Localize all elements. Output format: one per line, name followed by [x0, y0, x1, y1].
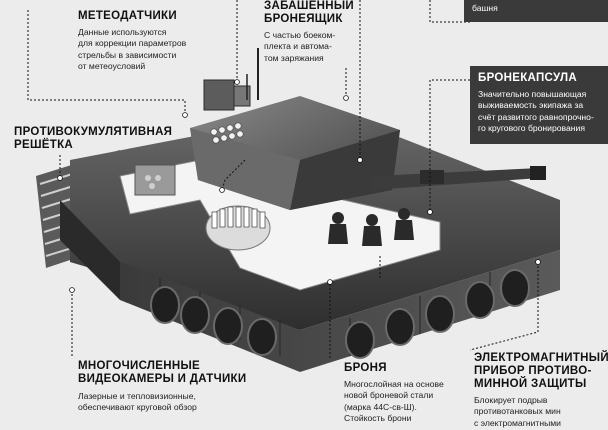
title-line: РЕШЁТКА [14, 139, 74, 151]
text-line: плекта и автома- [264, 41, 332, 52]
callout-cameras-title: МНОГОЧИСЛЕННЫЕ ВИДЕОКАМЕРЫ И ДАТЧИКИ [78, 360, 278, 386]
callout-armor-title: БРОНЯ [344, 362, 387, 374]
text-line: Многослойная на основе [344, 379, 444, 389]
text-line: с электромагнитными [474, 417, 561, 428]
text-line: противотанковых мин [474, 406, 561, 417]
callout-emp-text: Блокирует подрыв противотанковых мин с э… [474, 395, 608, 429]
title-line: ЗАБАШЕННЫЙ [264, 0, 355, 12]
leader-lines [27, 0, 539, 358]
text-line: Блокирует подрыв [474, 395, 548, 405]
callout-capsule: БРОНЕКАПСУЛА Значительно повышающая выжи… [470, 66, 608, 144]
text-line: от метеоусловий [78, 61, 146, 72]
text-line: Значительно повышающая [478, 89, 587, 99]
text-line: Стойкость брони [344, 413, 412, 424]
text-line: го кругового бронирования [478, 123, 585, 134]
callout-emp-title: ЭЛЕКТРОМАГНИТНЫЙ ПРИБОР ПРОТИВО- МИННОЙ … [474, 352, 608, 391]
road-wheels [150, 269, 530, 359]
callout-cameras: МНОГОЧИСЛЕННЫЕ ВИДЕОКАМЕРЫ И ДАТЧИКИ Лаз… [78, 360, 278, 414]
callout-bunker-text: С частью боеком- плекта и автома- том за… [264, 30, 374, 64]
callout-bunker: ЗАБАШЕННЫЙ БРОНЕЯЩИК С частью боеком- пл… [264, 0, 374, 64]
text-line: С частью боеком- [264, 30, 336, 40]
text-line: выживаемость экипажа за [478, 100, 584, 111]
text-line: Данные используются [78, 27, 167, 37]
callout-bunker-title: ЗАБАШЕННЫЙ БРОНЕЯЩИК [264, 0, 374, 26]
text-line: обеспечивают круговой обзор [78, 402, 197, 413]
turret-note-text: башня [472, 3, 498, 13]
callout-capsule-text: Значительно повышающая выживаемость экип… [478, 89, 608, 135]
title-line: МНОГОЧИСЛЕННЫЕ [78, 360, 200, 372]
callout-dots [57, 79, 541, 293]
title-line: МИННОЙ ЗАЩИТЫ [474, 378, 587, 390]
crew [328, 208, 414, 246]
text-line: том заряжания [264, 52, 324, 63]
text-line: (марка 44С-св-Ш). [344, 401, 417, 412]
callout-meteo-text: Данные используются для коррекции параме… [78, 27, 218, 73]
title-line: ЭЛЕКТРОМАГНИТНЫЙ [474, 352, 608, 364]
text-line: Лазерные и тепловизионные, [78, 391, 196, 401]
callout-turret-note: башня [464, 0, 608, 22]
title-line: ПРИБОР ПРОТИВО- [474, 365, 592, 377]
turret [190, 48, 546, 210]
callout-capsule-title: БРОНЕКАПСУЛА [478, 72, 577, 84]
callout-emp: ЭЛЕКТРОМАГНИТНЫЙ ПРИБОР ПРОТИВО- МИННОЙ … [474, 352, 608, 429]
text-line: новой броневой стали [344, 390, 434, 401]
callout-cameras-text: Лазерные и тепловизионные, обеспечивают … [78, 391, 278, 414]
callout-grille: ПРОТИВОКУМУЛЯТИВНАЯ РЕШЁТКА [14, 126, 174, 152]
text-line: счёт развитого равнопрочно- [478, 111, 594, 122]
title-line: ВИДЕОКАМЕРЫ И ДАТЧИКИ [78, 373, 247, 385]
text-line: стрельбы в зависимости [78, 49, 177, 60]
text-line: для коррекции параметров [78, 38, 187, 49]
callout-meteo-title: МЕТЕОДАТЧИКИ [78, 10, 177, 22]
callout-grille-title: ПРОТИВОКУМУЛЯТИВНАЯ РЕШЁТКА [14, 126, 174, 152]
callout-armor: БРОНЯ Многослойная на основе новой броне… [344, 362, 464, 425]
callout-meteo: МЕТЕОДАТЧИКИ Данные используются для кор… [78, 10, 218, 73]
title-line: ПРОТИВОКУМУЛЯТИВНАЯ [14, 126, 173, 138]
callout-armor-text: Многослойная на основе новой броневой ст… [344, 379, 464, 425]
title-line: БРОНЕЯЩИК [264, 13, 343, 25]
